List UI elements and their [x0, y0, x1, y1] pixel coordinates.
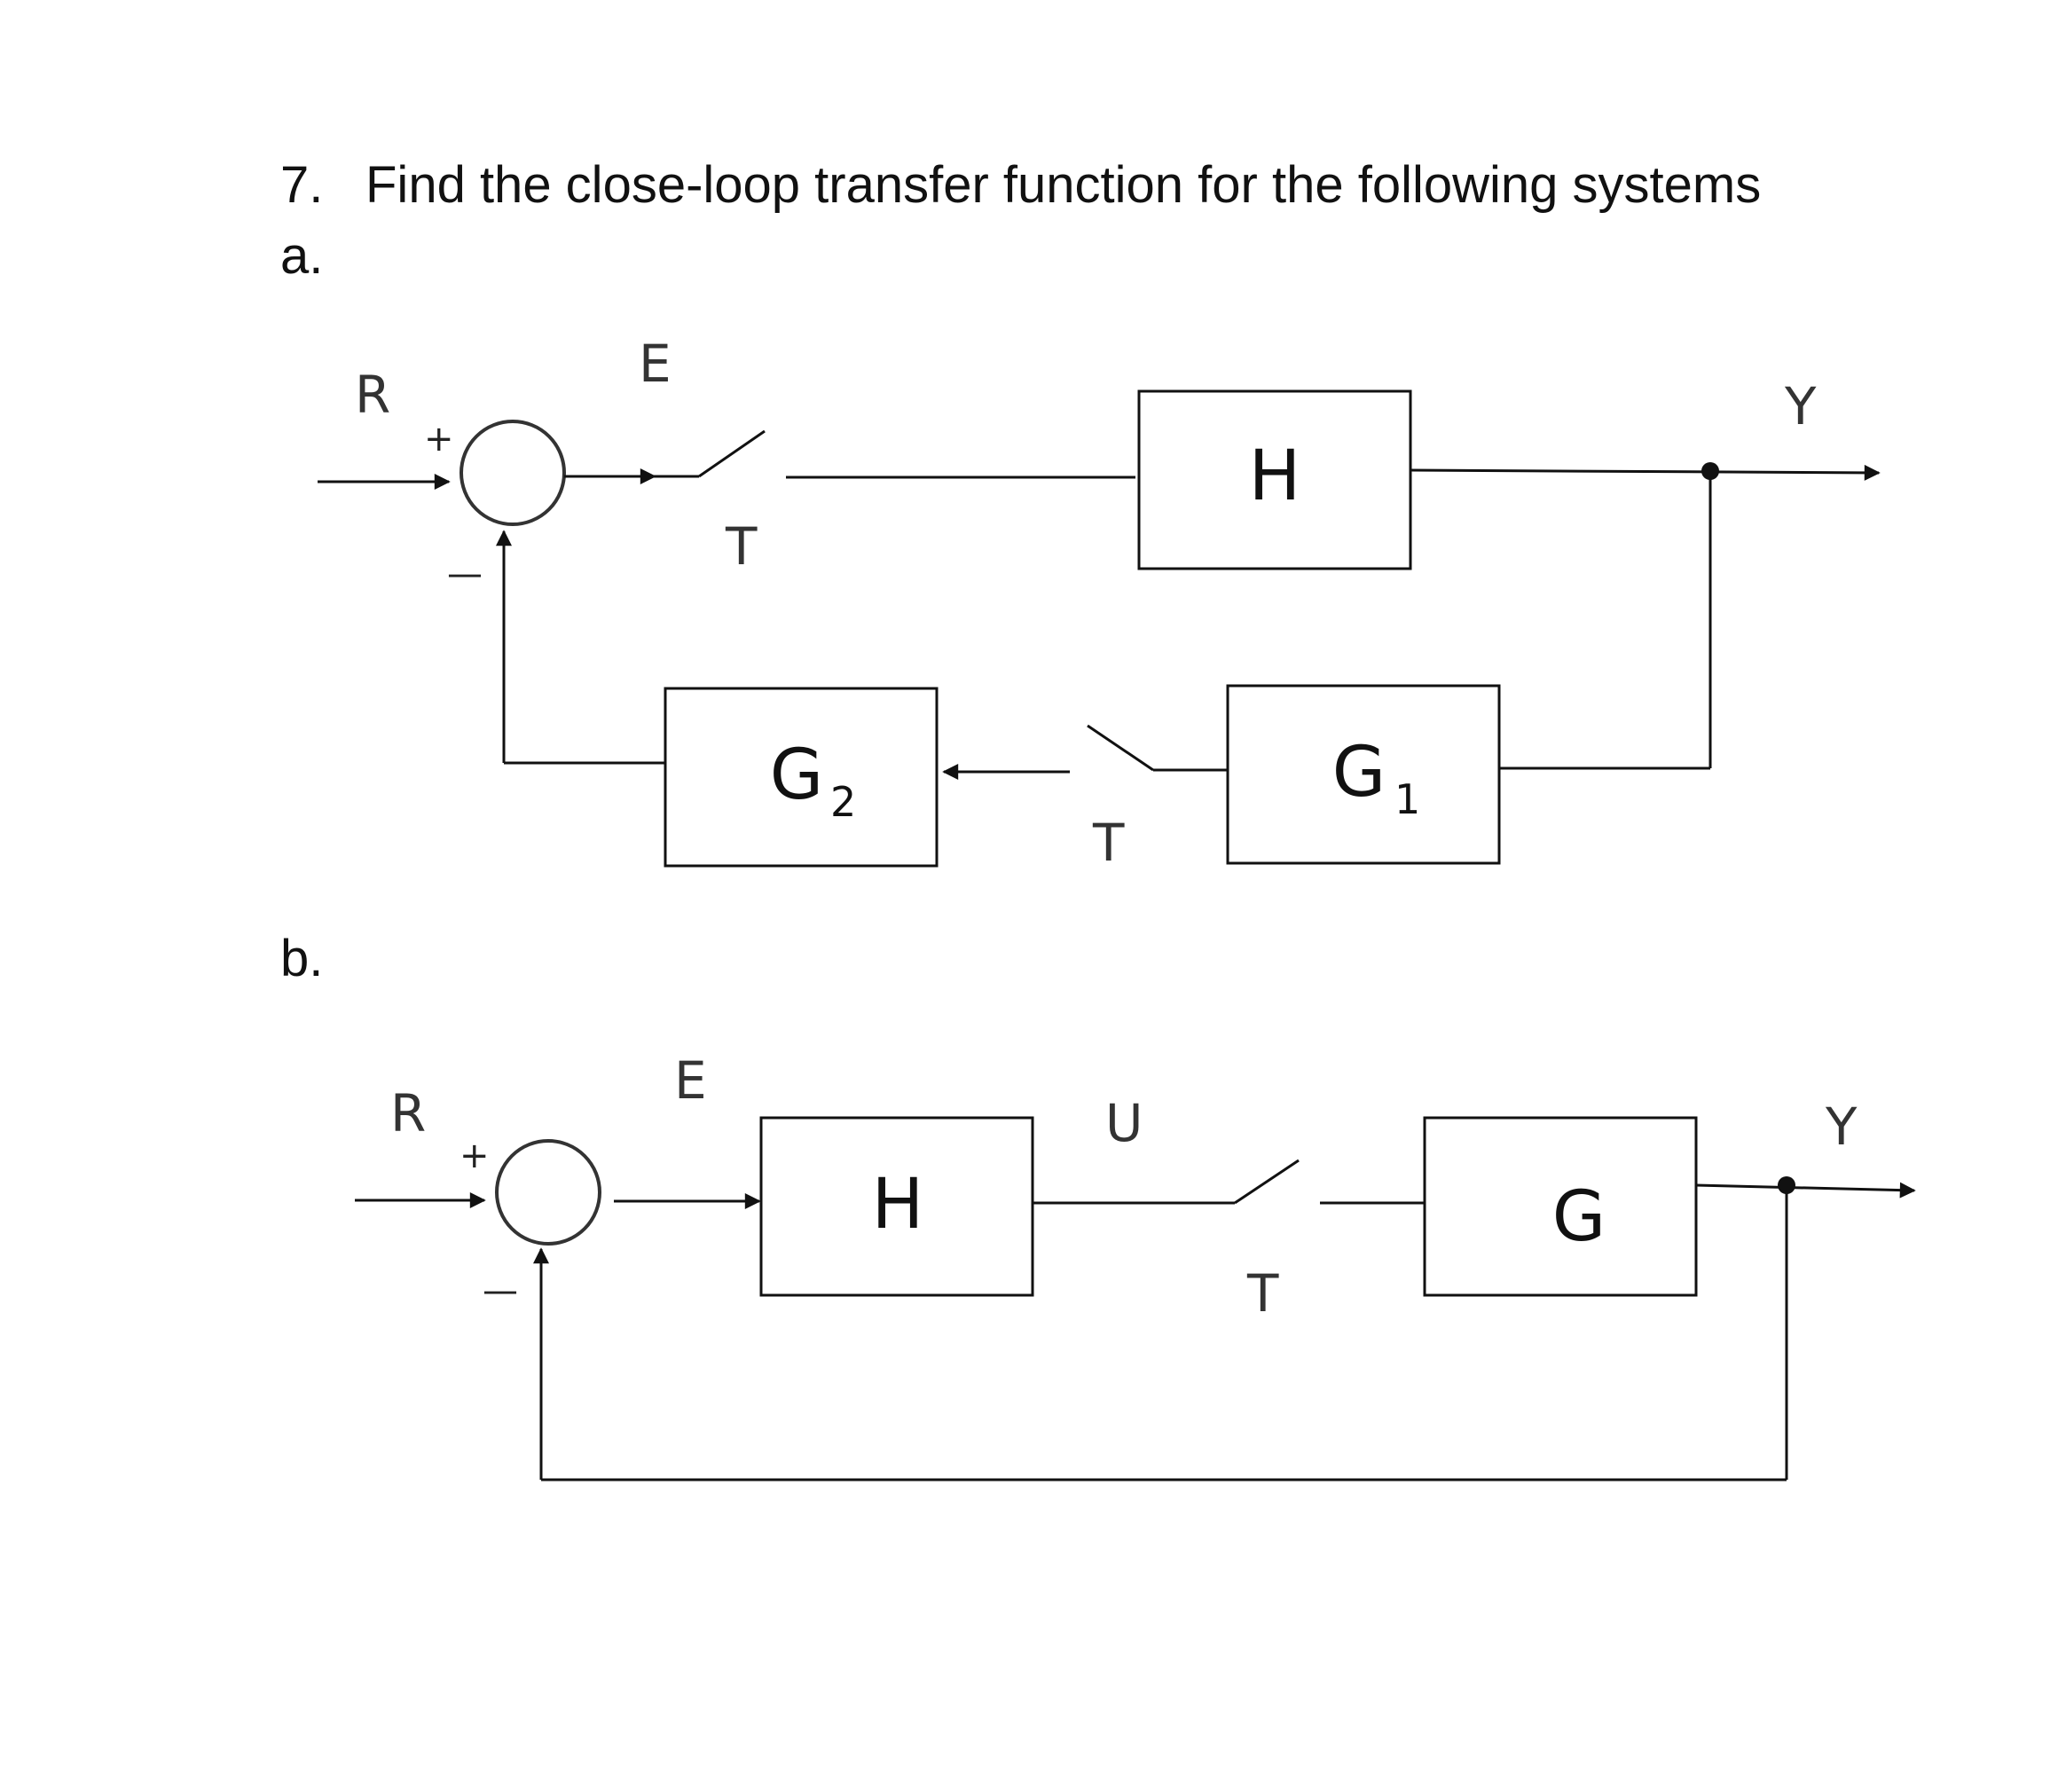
block-g1 — [1226, 684, 1501, 865]
summing-junction — [460, 420, 566, 526]
minus-sign: — — [447, 554, 483, 594]
block-h-b — [759, 1116, 1034, 1297]
sampler-switch-b — [1234, 1159, 1300, 1205]
output-wire — [1410, 464, 1881, 481]
summing-junction-b — [495, 1139, 601, 1246]
block-g2-name: G — [770, 735, 823, 815]
block-g-b — [1423, 1116, 1698, 1297]
signal-e: E — [639, 334, 672, 394]
block-h-label: H — [1249, 436, 1301, 516]
sampler-switch-forward — [698, 429, 766, 478]
signal-r-b: R — [390, 1083, 426, 1144]
sampler-switch-feedback — [1087, 724, 1154, 772]
block-g2 — [664, 687, 939, 868]
block-g1-sub: 1 — [1394, 775, 1420, 823]
question-text: Find the close-loop transfer function fo… — [365, 156, 1761, 214]
part-b-label: b. — [280, 930, 323, 987]
signal-e-b: E — [674, 1050, 707, 1111]
plus-sign-b: + — [460, 1136, 490, 1176]
signal-u-b: U — [1105, 1093, 1143, 1153]
sampler-forward-label: T — [725, 516, 758, 577]
block-g-b-label: G — [1552, 1177, 1606, 1257]
minus-sign-b: — — [483, 1270, 518, 1311]
part-a-label: a. — [280, 227, 323, 285]
signal-y-b: Y — [1825, 1096, 1858, 1157]
block-h-b-label: H — [872, 1165, 924, 1245]
block-g1-name: G — [1332, 733, 1386, 813]
block-g2-sub: 2 — [830, 778, 856, 826]
sampler-feedback-label: T — [1092, 813, 1125, 873]
diagram-b: b. R E U Y + — H T G — [280, 930, 1916, 1482]
block-h — [1137, 389, 1412, 570]
sampler-b-label: T — [1246, 1263, 1279, 1324]
plus-sign: + — [424, 419, 454, 460]
output-wire-b — [1695, 1182, 1916, 1199]
diagram-a: a. R E Y + — T H G 1 T — [280, 227, 1881, 873]
signal-r: R — [355, 365, 390, 425]
signal-y: Y — [1784, 376, 1817, 436]
question-number: 7. — [280, 156, 323, 214]
